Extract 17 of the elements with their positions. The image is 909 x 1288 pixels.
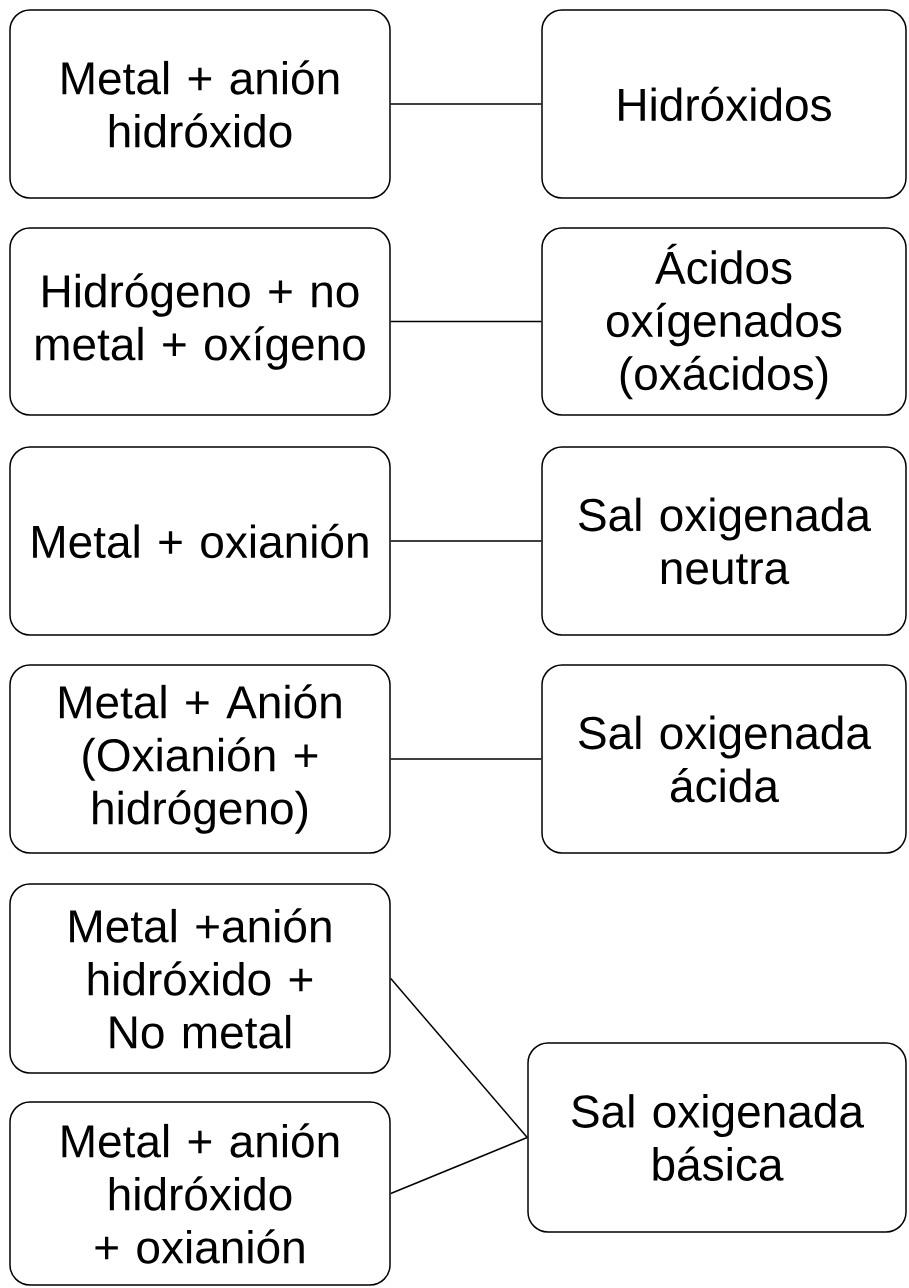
connector-line [390, 320, 542, 323]
connector-line [390, 1136, 528, 1195]
text-box: Metal + anión hidróxido [9, 9, 391, 199]
connector-line [390, 540, 542, 542]
text-box: Sal oxigenada básica [527, 1042, 907, 1233]
text-box: Metal + Anión (Oxianión + hidrógeno) [9, 664, 391, 854]
connector-line [390, 103, 542, 105]
text-box: Hidrógeno + no metal + oxígeno [9, 227, 391, 416]
connector-line [390, 977, 528, 1139]
connector-line [390, 758, 542, 760]
text-box: Metal +anión hidróxido + No metal [9, 883, 391, 1074]
text-box: Ácidos oxígenados (oxácidos) [541, 227, 907, 416]
text-box: Hidróxidos [541, 9, 907, 199]
text-box: Sal oxigenada neutra [541, 446, 907, 636]
text-box: Sal oxigenada ácida [541, 664, 907, 854]
text-box: Metal + oxianión [9, 446, 391, 636]
text-box: Metal + anión hidróxido + oxianión [9, 1101, 391, 1286]
